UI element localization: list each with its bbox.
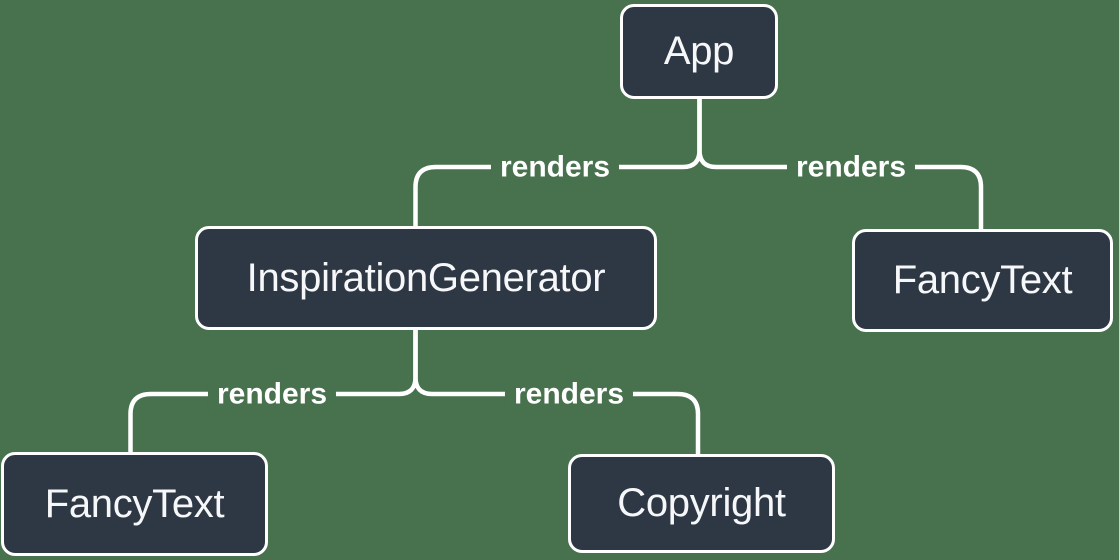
node-app-label: App: [663, 29, 735, 73]
node-inspirationgenerator-label: InspirationGenerator: [246, 255, 606, 300]
node-fancytext-top-label: FancyText: [892, 258, 1073, 302]
node-fancytext-bottom: FancyText: [1, 452, 268, 556]
node-app: App: [620, 4, 778, 99]
node-fancytext-top: FancyText: [852, 229, 1113, 332]
edge-label-renders-inspirationgenerator-copyright: renders: [504, 377, 634, 411]
node-fancytext-bottom-label: FancyText: [44, 481, 225, 526]
edge-label-renders-inspirationgenerator-fancytext: renders: [207, 377, 337, 411]
edge-label-renders-app-fancytext: renders: [786, 150, 916, 184]
node-copyright-label: Copyright: [617, 481, 786, 525]
node-inspirationgenerator: InspirationGenerator: [195, 226, 657, 330]
node-copyright: Copyright: [568, 454, 835, 553]
edge-label-renders-app-inspirationgenerator: renders: [490, 150, 620, 184]
